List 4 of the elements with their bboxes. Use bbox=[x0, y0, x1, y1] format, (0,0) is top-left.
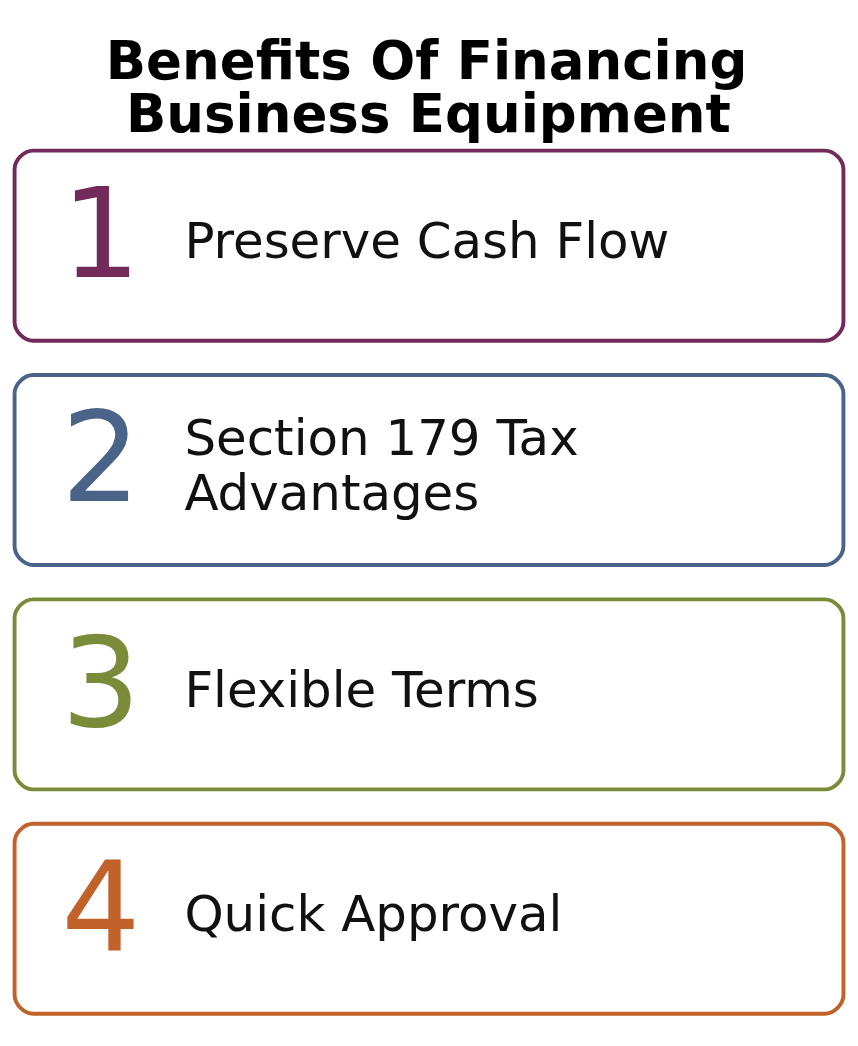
node-box: 4 Quick Approval bbox=[12, 821, 846, 1016]
node-box: 3 Flexible Terms bbox=[12, 597, 846, 792]
node-box: 1 Preserve Cash Flow bbox=[12, 148, 846, 343]
diagram-title: Benefits Of Financing Business Equipment bbox=[105, 30, 748, 145]
